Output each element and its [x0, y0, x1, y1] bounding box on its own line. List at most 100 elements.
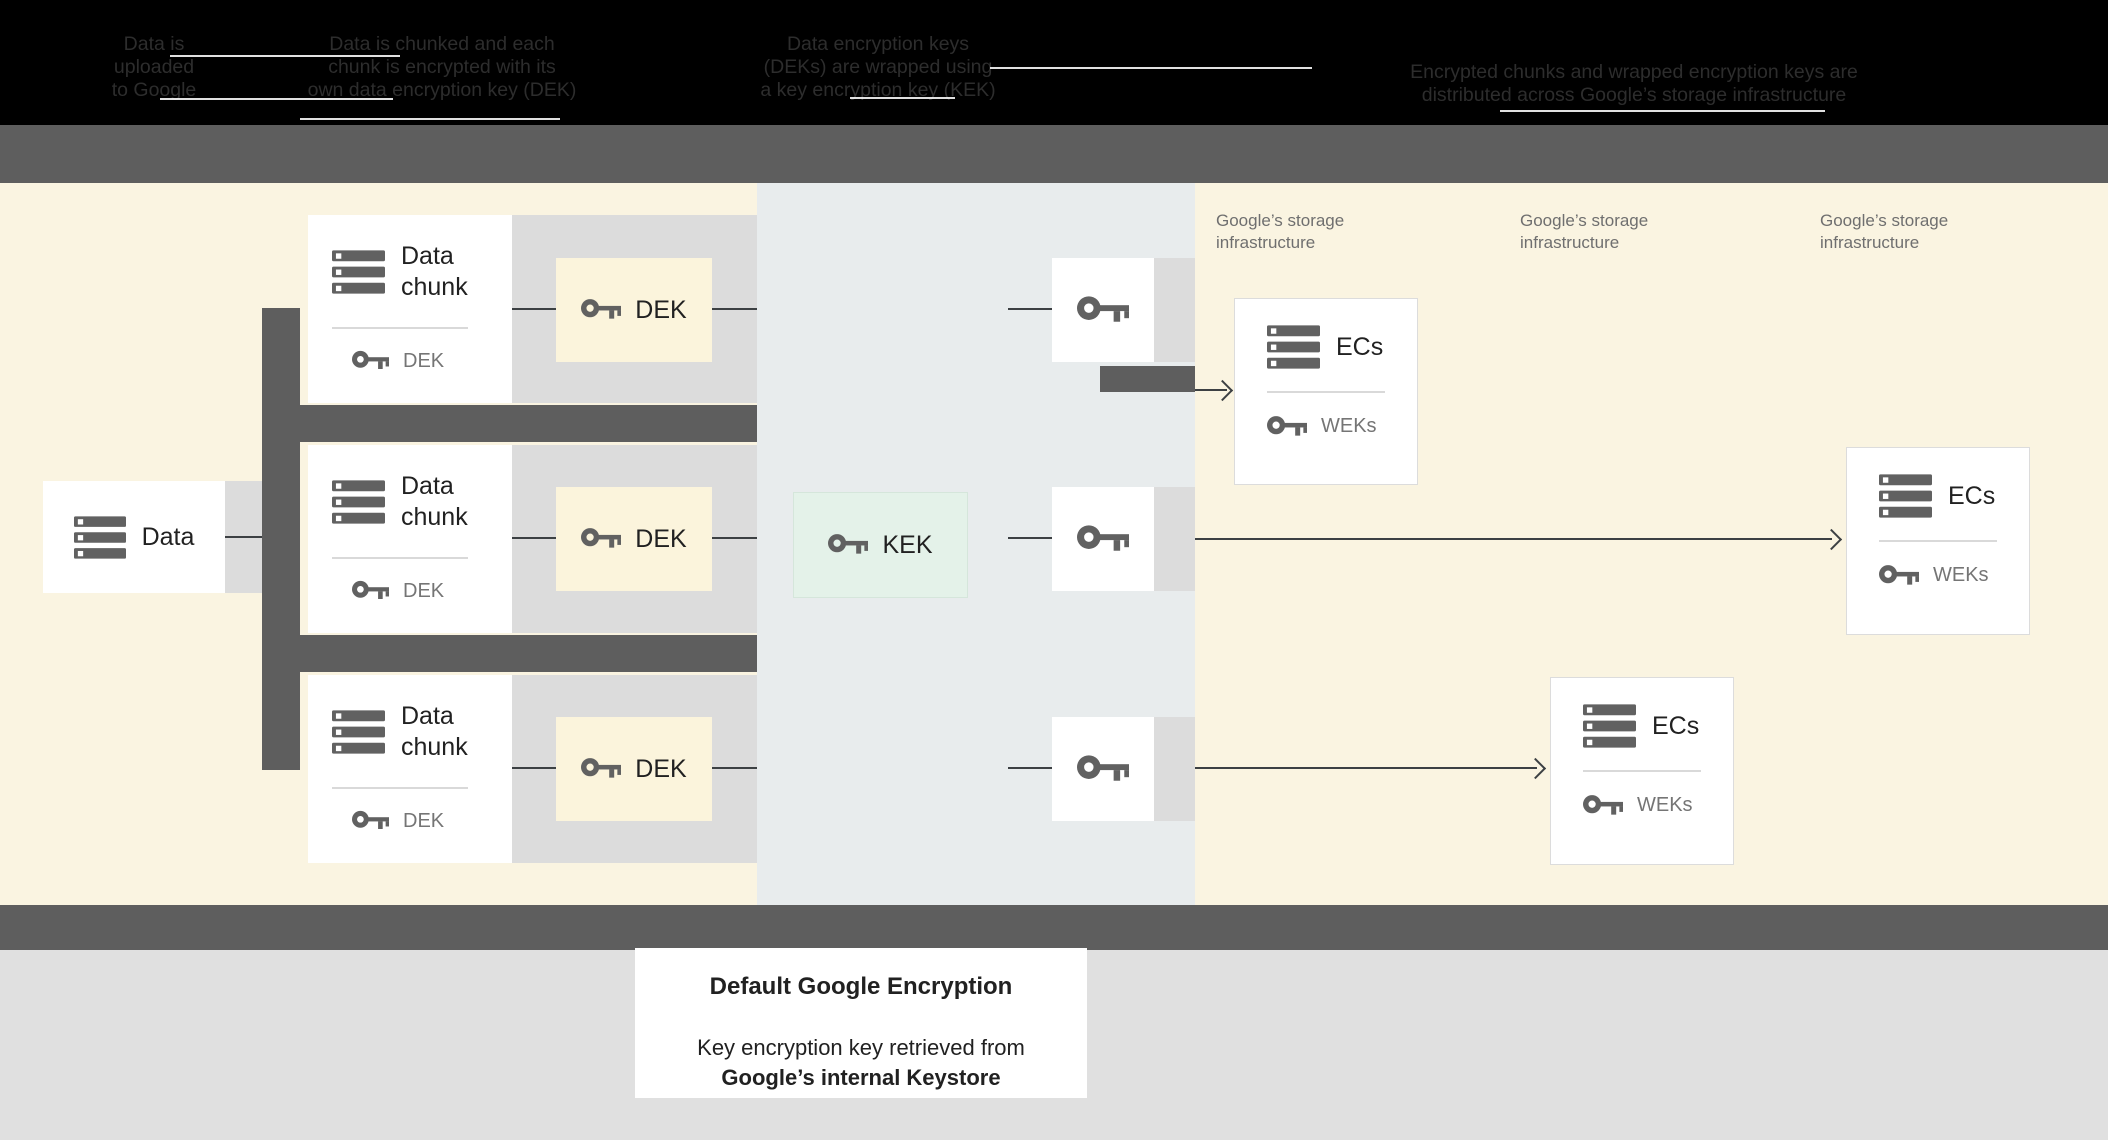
keybox-shadow-3 [1154, 717, 1195, 821]
connector-chunk3-to-dek3 [512, 767, 556, 769]
database-icon [332, 480, 385, 524]
connector-into-keybox3 [1008, 767, 1052, 769]
ecs-key-row: WEKs [1879, 564, 2029, 588]
wrapping-key-box-1 [1052, 258, 1154, 362]
wrapping-key-box-3 [1052, 717, 1154, 821]
dek-box-label: DEK [635, 295, 687, 324]
ecs-key-row: WEKs [1583, 794, 1733, 818]
header-band [0, 0, 2108, 125]
branch-trunk [262, 308, 300, 770]
keybox-shadow-1 [1154, 258, 1195, 362]
ecs-card-title: ECs [1336, 332, 1384, 361]
ecs-card-2: ECs WEKs [1846, 447, 2030, 635]
connector-dek2-out [712, 537, 757, 539]
header-step-2: Data is chunked and each chunk is encryp… [307, 33, 577, 101]
branch-bar-2 [262, 635, 757, 672]
chunk-card-title: Data chunk [401, 472, 468, 531]
wrapping-key-box-2 [1052, 487, 1154, 591]
data-chunk-card-1: Data chunk DEK [308, 215, 512, 403]
connector-dek3-out [712, 767, 757, 769]
bottom-gray-band [0, 905, 2108, 950]
ecs-card-title: ECs [1652, 711, 1700, 740]
database-icon [74, 516, 126, 559]
connector-chunk1-to-dek1 [512, 308, 556, 310]
dek-box-1: DEK [556, 258, 712, 362]
key-icon [828, 533, 868, 557]
key-icon [1879, 564, 1919, 588]
ecs-card-header: ECs [1551, 678, 1733, 748]
link-underline-streak [850, 97, 955, 99]
card-divider [1879, 540, 1997, 542]
storage-infrastructure-label-1: Google’s storage infrastructure [1216, 211, 1345, 252]
ecs-card-title: ECs [1948, 481, 1996, 510]
ecs-card-1: ECs WEKs [1234, 298, 1418, 485]
connector-chunk2-to-dek2 [512, 537, 556, 539]
key-icon [581, 298, 621, 322]
key-icon [1267, 415, 1307, 439]
connector-into-keybox2 [1008, 537, 1052, 539]
key-icon [581, 527, 621, 551]
database-icon [1583, 704, 1636, 748]
ecs-key-label: WEKs [1637, 794, 1693, 816]
arrow-line-1 [1195, 389, 1227, 391]
ecs-card-3: ECs WEKs [1550, 677, 1734, 865]
connector-into-keybox1 [1008, 308, 1052, 310]
chunk-card-header: Data chunk [308, 675, 512, 763]
card-divider [332, 327, 468, 329]
key-icon [1077, 524, 1129, 555]
key-icon [352, 580, 389, 602]
ecs-card-header: ECs [1235, 299, 1417, 369]
caption-line-2: Google’s internal Keystore [721, 1065, 1001, 1090]
header-step-4: Encrypted chunks and wrapped encryption … [1410, 61, 1858, 106]
link-underline-streak [160, 98, 393, 100]
link-underline-streak [170, 55, 400, 57]
data-chunk-card-3: Data chunk DEK [308, 675, 512, 863]
chunk-card-title: Data chunk [401, 242, 468, 301]
ecs-card-header: ECs [1847, 448, 2029, 518]
dek-box-label: DEK [635, 524, 687, 553]
chunk-card-header: Data chunk [308, 445, 512, 533]
key-icon [1077, 295, 1129, 326]
dek-box-label: DEK [635, 754, 687, 783]
arrow-line-2 [1154, 538, 1832, 540]
caption-line-1: Key encryption key retrieved from [697, 1035, 1025, 1060]
database-icon [332, 250, 385, 294]
card-divider [1267, 391, 1385, 393]
key-icon [352, 350, 389, 372]
database-icon [332, 710, 385, 754]
top-gray-band [0, 125, 2108, 183]
header-step-3: Data encryption keys (DEKs) are wrapped … [760, 33, 996, 101]
header-step-1: Data is uploaded to Google [111, 33, 197, 101]
storage-infrastructure-label-2: Google’s storage infrastructure [1520, 211, 1649, 252]
dek-box-2: DEK [556, 487, 712, 591]
connector-data-to-trunk [225, 536, 262, 538]
chunk-key-row: DEK [352, 350, 512, 373]
connector-dek1-out [712, 308, 757, 310]
wrapped-key-thick-arrow [1100, 366, 1195, 392]
data-card-label: Data [141, 522, 195, 551]
link-underline-streak [300, 118, 560, 120]
key-icon [1583, 794, 1623, 818]
ecs-key-row: WEKs [1267, 415, 1417, 439]
kek-box: KEK [793, 492, 968, 598]
key-icon [1077, 754, 1129, 785]
kek-box-label: KEK [882, 530, 933, 559]
caption-box: Default Google Encryption Key encryption… [635, 948, 1087, 1098]
card-divider [332, 787, 468, 789]
database-icon [1879, 474, 1932, 518]
link-underline-streak [990, 67, 1312, 69]
arrow-line-3 [1151, 767, 1537, 769]
keybox-shadow-2 [1154, 487, 1195, 591]
dek-box-3: DEK [556, 717, 712, 821]
database-icon [1267, 325, 1320, 369]
chunk-key-row: DEK [352, 580, 512, 603]
link-underline-streak [1500, 110, 1825, 112]
storage-infrastructure-label-3: Google’s storage infrastructure [1820, 211, 1949, 252]
card-divider [332, 557, 468, 559]
ecs-key-label: WEKs [1321, 415, 1377, 437]
key-icon [581, 757, 621, 781]
chunk-card-title: Data chunk [401, 702, 468, 761]
ecs-key-label: WEKs [1933, 564, 1989, 586]
chunk-card-header: Data chunk [308, 215, 512, 303]
